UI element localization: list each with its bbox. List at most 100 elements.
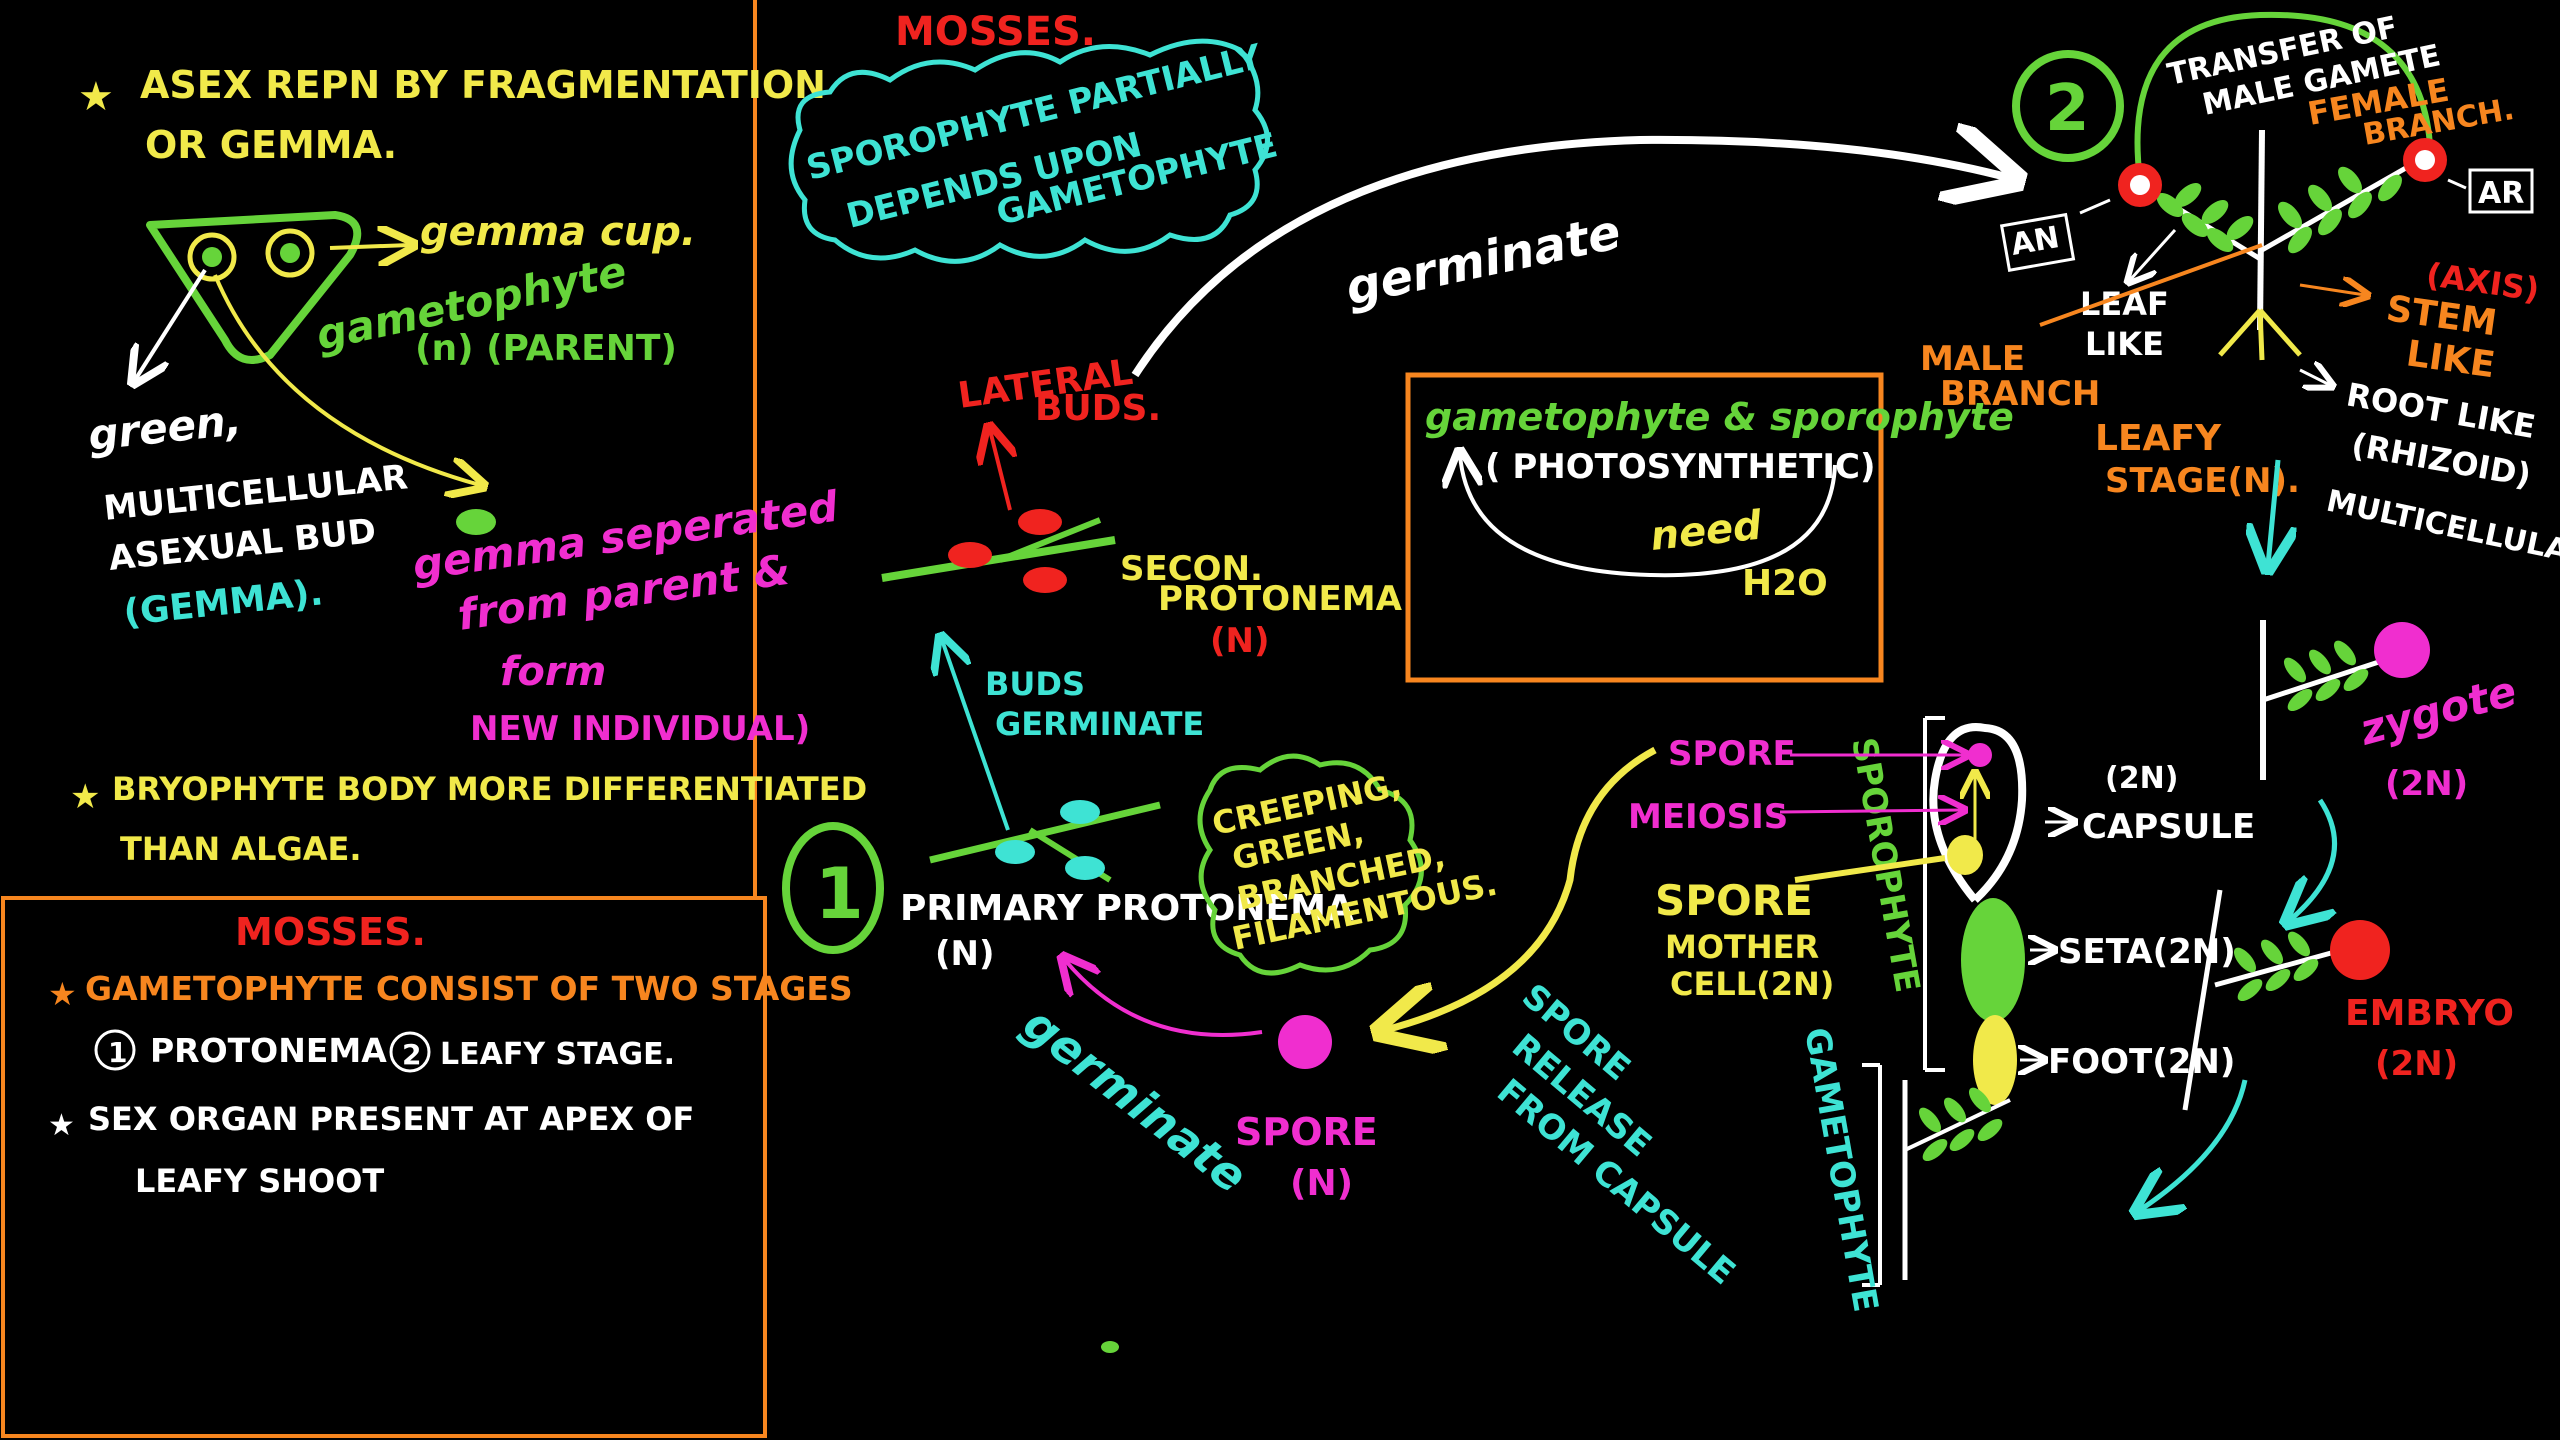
lateral-buds-arrow — [990, 430, 1010, 511]
male-branch-arrow — [2039, 243, 2263, 327]
embryo-2n-label: (2N) — [2375, 1044, 2458, 1084]
rhizoid-3 — [2257, 309, 2265, 361]
sporophyte-section: zygote (2N) EMBRYO (2N) SPOROPHYTE SPORE — [1628, 620, 2521, 1315]
star-icon-2: ★ — [70, 777, 100, 817]
embryo-axis — [2182, 889, 2223, 1111]
germinate-label-bottom: germinate — [1013, 996, 1257, 1203]
capsule-outline — [1929, 723, 2027, 903]
gemma-separated-icon — [456, 509, 496, 535]
root-like-arrow — [2299, 370, 2330, 385]
rhizoid-2 — [2258, 308, 2302, 357]
secondary-protonema-branch — [998, 517, 1102, 563]
spore-mother-pointer — [1794, 855, 1946, 883]
secon-label: SECON. — [1120, 549, 1263, 589]
an-box — [1999, 212, 2076, 272]
spore-mother-label-1: SPORE — [1655, 876, 1813, 925]
male-branch-2: BRANCH — [1940, 374, 2100, 414]
gemma-cup-2-inner — [280, 243, 300, 263]
embryo-dot — [2330, 920, 2390, 980]
spore-dot — [1278, 1015, 1332, 1069]
seta-shape — [1961, 898, 2025, 1022]
stage1-number: 1 — [108, 1036, 127, 1069]
thallus-shape — [146, 211, 362, 364]
male-branch-1: MALE — [1920, 339, 2025, 379]
cloud-shape — [788, 38, 1270, 264]
germinate-arrow-top — [1131, 140, 2010, 378]
gametophyte-branch — [1904, 1098, 2011, 1152]
asexual-reproduction-text: ASEX REPN BY FRAGMENTATION — [140, 63, 826, 107]
stage2-big-circle — [2012, 50, 2124, 162]
ar-box — [2468, 168, 2534, 214]
stage2-number: 2 — [402, 1038, 421, 1071]
form-label: form — [500, 649, 606, 695]
embryo-label: EMBRYO — [2345, 993, 2514, 1034]
stem-like-arrow — [2299, 285, 2365, 295]
photosynthetic-box — [1405, 372, 1884, 683]
gemma-yellow-arrow — [213, 274, 480, 485]
seta-label: SETA(2N) — [2058, 932, 2236, 972]
gametophyte-leaves — [1918, 1087, 2003, 1162]
mosses-box-title: MOSSES. — [235, 910, 426, 954]
embryo-to-sporophyte-arrow — [2140, 1079, 2248, 1210]
primary-bud-2 — [1060, 800, 1100, 824]
buds-germinate-label-1: BUDS — [985, 665, 1085, 703]
h2o-label: H2O — [1742, 563, 1828, 604]
primary-protonema-label: PRIMARY PROTONEMA — [900, 888, 1354, 929]
primary-bud-1 — [995, 840, 1035, 864]
than-algae-text: THAN ALGAE. — [120, 830, 362, 868]
gametophyte-stages-text: GAMETOPHYTE CONSIST OF TWO STAGES — [85, 969, 853, 1008]
spore-label-right: SPORE — [1668, 734, 1796, 774]
spore-in-capsule — [1968, 743, 1992, 767]
root-like-3: MULTICELLULAR) — [2323, 484, 2560, 577]
primary-n-label: (N) — [935, 934, 995, 974]
ar-arrow — [2447, 178, 2467, 190]
stray-mark — [1101, 1341, 1119, 1353]
secondary-bud-3 — [1023, 567, 1067, 593]
foot-label: FOOT(2N) — [2048, 1042, 2235, 1082]
gemma-cup-label: gemma cup. — [420, 209, 696, 255]
gemma-cup-arrow — [329, 245, 410, 248]
buds-label: BUDS. — [1035, 388, 1161, 429]
gemma-paren-label: (GEMMA). — [122, 572, 325, 634]
mosses-box-border — [1, 896, 767, 1438]
spore-mother-label-2: MOTHER — [1665, 928, 1819, 966]
photo-box-text-1: gametophyte & sporophyte — [1425, 395, 2014, 439]
stage1-protonema: PROTONEMA — [150, 1031, 387, 1070]
secondary-bud-1 — [948, 542, 992, 568]
spore-n-label: (N) — [1290, 1163, 1353, 1204]
moss-axis — [2257, 129, 2265, 331]
primary-bud-3 — [1065, 856, 1105, 880]
bryophyte-differentiated-text: BRYOPHYTE BODY MORE DIFFERENTIATED — [112, 770, 867, 808]
need-label: need — [1648, 503, 1764, 560]
spore-germinate-arrow — [1065, 960, 1263, 1037]
secondary-protonema-filament — [881, 536, 1116, 582]
secondary-bud-2 — [1018, 509, 1062, 535]
photo-box-text-2: ( PHOTOSYNTHETIC) — [1485, 447, 1876, 487]
zygote-2n-label: (2N) — [2385, 764, 2468, 804]
spore-mother-cell — [1947, 835, 1983, 875]
asexual-reproduction-text-2: OR GEMMA. — [145, 123, 397, 167]
zygote-label: zygote — [2354, 666, 2522, 755]
gemma-cup-2 — [265, 228, 315, 278]
leafy-stage-label-2: STAGE(N). — [2105, 461, 2300, 501]
zygote-dot — [2374, 622, 2430, 678]
star-icon: ★ — [78, 74, 114, 120]
ar-label: AR — [2478, 176, 2524, 211]
moss-leaves — [2156, 166, 2402, 254]
stage2-leafy: LEAFY STAGE. — [440, 1037, 675, 1072]
mosses-title: MOSSES. — [895, 9, 1096, 55]
germinate-label-top: germinate — [1341, 204, 1626, 317]
antheridium-dot-inner — [2130, 175, 2150, 195]
star-icon-4: ★ — [48, 1108, 75, 1143]
an-arrow — [2079, 198, 2111, 215]
new-individual-label: NEW INDIVIDUAL) — [470, 709, 810, 749]
stage1-big-number: 1 — [815, 853, 864, 935]
meiosis-label: MEIOSIS — [1628, 797, 1788, 837]
leaf-like-arrow — [2130, 228, 2177, 280]
transfer-arc — [2134, 11, 2433, 181]
gametophyte-vertical-label: GAMETOPHYTE — [1796, 1025, 1885, 1315]
gemma-white-arrow — [135, 268, 207, 380]
stage1-big-circle — [782, 822, 884, 954]
buds-germinate-label-2: GERMINATE — [995, 705, 1204, 743]
